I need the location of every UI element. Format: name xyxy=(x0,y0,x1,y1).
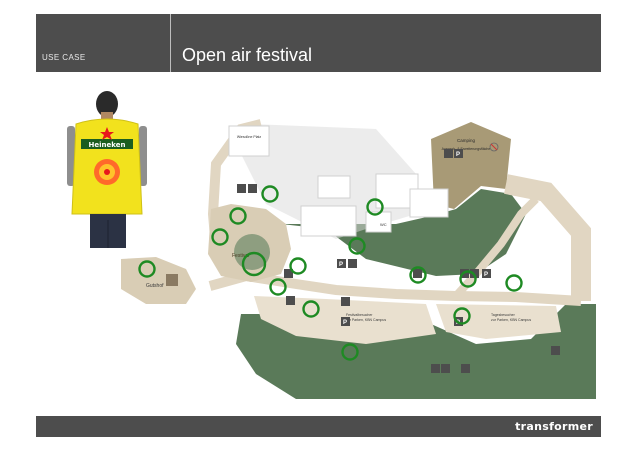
parking-icon-6 xyxy=(551,346,560,355)
wc-label: WC xyxy=(380,222,387,227)
accessible-icon xyxy=(248,184,257,193)
location-marker xyxy=(261,185,279,203)
marker-group xyxy=(138,185,523,361)
vest-brand-text: Heineken xyxy=(89,141,126,149)
location-marker xyxy=(505,274,523,292)
page-title: Open air festival xyxy=(182,45,313,65)
location-marker xyxy=(229,207,247,225)
svg-text:P: P xyxy=(484,272,488,278)
section-label: USE CASE xyxy=(42,53,86,62)
camping-sub-label: Auswurk- & Erweiterungsfläche xyxy=(442,147,491,151)
gutshof-label: Gutshof xyxy=(146,283,164,289)
location-marker xyxy=(211,228,229,246)
parking-icon-4 xyxy=(454,149,463,158)
info-icon xyxy=(286,296,295,305)
camping-icon-3 xyxy=(431,364,440,373)
slide: USE CASE Open air festival Heineken Camp… xyxy=(36,14,601,437)
header-bar: USE CASE Open air festival xyxy=(36,14,601,72)
footer-bar: transformer xyxy=(36,416,601,437)
header-divider xyxy=(170,14,171,72)
location-marker xyxy=(459,270,477,288)
parking-area-right xyxy=(436,304,561,339)
parking-left-sublabel: zur Parken, KBN Campus xyxy=(346,318,386,322)
parking-icon-5 xyxy=(441,364,450,373)
no-entry-icon xyxy=(489,142,499,152)
camping-icon-2 xyxy=(444,149,453,158)
location-marker xyxy=(302,300,320,318)
location-marker xyxy=(453,307,471,325)
location-marker xyxy=(348,237,366,255)
toilet-icon-4 xyxy=(461,364,470,373)
transformer-logo: transformer xyxy=(515,420,593,433)
building-wiese xyxy=(228,125,270,157)
festival-label: Festival xyxy=(232,253,249,259)
parking-right-label: Tagesbesucher xyxy=(491,313,516,317)
parking-right-sublabel: zur Parken, KBN Campus xyxy=(491,318,531,322)
heineken-star-icon xyxy=(100,127,114,140)
svg-text:P: P xyxy=(456,152,460,158)
camping-label: Camping xyxy=(457,138,476,143)
gutshof-area xyxy=(121,257,196,304)
location-marker xyxy=(341,343,359,361)
toilet-icon xyxy=(237,184,246,193)
location-marker xyxy=(269,278,287,296)
svg-text:Wiesdöne Platz: Wiesdöne Platz xyxy=(237,135,262,139)
east-slope xyxy=(504,174,591,301)
svg-text:P: P xyxy=(339,262,343,268)
toilet-icon-2 xyxy=(413,269,422,278)
svg-text:P: P xyxy=(343,320,347,326)
location-marker xyxy=(241,251,267,277)
parking-icon-3 xyxy=(482,269,491,278)
parking-sign-icon xyxy=(341,317,350,326)
location-marker xyxy=(366,198,384,216)
field-east xyxy=(281,189,526,276)
location-marker xyxy=(289,257,307,275)
festival-map-illustration: Heineken Camping Auswurk- & Erweiterungs… xyxy=(67,91,596,399)
parking-left-label: Festivalbesucher xyxy=(346,313,373,317)
person-in-vest: Heineken xyxy=(67,91,147,248)
location-marker xyxy=(138,260,156,278)
camping-area xyxy=(431,122,511,209)
location-marker xyxy=(409,266,427,284)
parking-icon xyxy=(337,259,346,268)
parking-icon-2 xyxy=(348,259,357,268)
